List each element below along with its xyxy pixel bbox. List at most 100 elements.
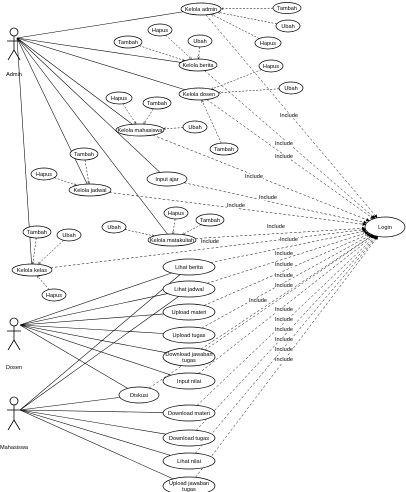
- use-case-ellipse: [162, 280, 216, 298]
- actor-admin: Admin: [6, 27, 22, 78]
- association-dosen-lihat-berita: [19, 272, 172, 326]
- actor-head: [9, 396, 19, 406]
- include-kelola-matakuliah-login: [195, 226, 366, 239]
- actor-label: Dosen: [6, 365, 22, 371]
- association-dosen-diskusi: [19, 324, 128, 389]
- use-case-ellipse: [56, 228, 82, 242]
- use-case-ellipse: [30, 167, 58, 181]
- extension-ubah-dosen-to-kelola-dosen: [219, 88, 280, 93]
- include-label: Include: [280, 237, 298, 243]
- use-case-ellipse: [272, 2, 302, 14]
- use-case-ubah-admin: Ubah: [275, 19, 301, 33]
- use-case-upload-tugas: Upload tugas: [162, 326, 216, 344]
- include-label: Include: [275, 283, 293, 289]
- use-case-tambah-mk: Tambah: [195, 213, 225, 227]
- use-case-label: Tambah: [147, 101, 167, 107]
- include-label-bg: [275, 346, 293, 353]
- use-case-kelola-matakuliah: Kelola matakuliah: [147, 233, 197, 247]
- use-case-label: Kelola admin: [185, 7, 217, 13]
- use-case-upload-materi: Upload materi: [162, 303, 216, 321]
- use-case-ellipse: [187, 34, 213, 48]
- use-case-ellipse: [162, 476, 216, 492]
- extension-hapus-dosen-to-kelola-dosen: [211, 69, 262, 90]
- use-case-lihat-berita: Lihat berita: [162, 258, 216, 276]
- use-case-ellipse: [162, 372, 216, 390]
- extension-hapus-mhs-to-kelola-mahasiswa: [122, 103, 136, 124]
- include-label-bg: [275, 336, 293, 343]
- association-admin-kelola-berita: [16, 37, 181, 63]
- use-case-ellipse: [162, 326, 216, 344]
- use-case-input-nilai: Input nilai: [162, 372, 216, 390]
- use-case-ubah-mhs: Ubah: [182, 120, 208, 134]
- use-case-hapus-mhs: Hapus: [105, 91, 133, 105]
- include-label-bg: [227, 202, 245, 209]
- use-case-label: Hapus: [111, 96, 127, 102]
- include-label: Include: [201, 239, 219, 245]
- extension-tambah-admin-to-kelola-admin: [221, 8, 274, 9]
- association-admin-kelola-admin: [16, 11, 184, 39]
- association-mahasiswa-lihat-nilai: [19, 409, 171, 456]
- extension-hapus-admin-to-kelola-admin: [211, 13, 260, 39]
- use-case-ellipse: [162, 452, 216, 470]
- use-case-label: Hapus: [263, 64, 279, 70]
- use-case-ellipse: [69, 147, 99, 161]
- use-case-kelola-berita: Kelola berita: [178, 58, 218, 72]
- include-label: Include: [275, 141, 293, 147]
- use-case-label: Login: [378, 225, 392, 231]
- include-label-bg: [275, 356, 293, 363]
- include-label-bg: [259, 194, 277, 201]
- include-label-bg: [275, 153, 293, 160]
- use-case-hapus-admin: Hapus: [254, 36, 282, 50]
- use-case-ellipse: [209, 142, 239, 156]
- use-case-tambah-berita: Tambah: [113, 35, 143, 49]
- include-upload-jawaban-login: [195, 236, 379, 478]
- include-kelola-mahasiswa-login: [152, 134, 370, 222]
- include-kelola-kelas-login: [50, 228, 366, 268]
- use-case-ellipse: [364, 216, 406, 238]
- use-case-label: Tambah: [277, 6, 297, 12]
- use-case-ellipse: [182, 120, 208, 134]
- use-case-ubah-berita: Ubah: [187, 34, 213, 48]
- include-label-bg: [249, 297, 267, 304]
- use-case-diskusi: Diskusi: [118, 386, 160, 404]
- use-case-tambah-dosen: Tambah: [209, 142, 239, 156]
- extension-relations: [33, 8, 280, 290]
- use-case-label: Input nilai: [177, 379, 201, 385]
- include-label: Include: [249, 298, 267, 304]
- use-case-download-materi: Download materi: [162, 404, 216, 422]
- use-case-hapus-mk: Hapus: [163, 206, 189, 220]
- actor-head: [9, 317, 19, 327]
- include-label: Include: [275, 273, 293, 279]
- use-case-label: Hapus: [152, 28, 168, 34]
- include-label: Include: [275, 337, 293, 343]
- association-admin-kelola-mahasiswa: [16, 37, 133, 125]
- use-case-hapus-kelas: Hapus: [41, 288, 67, 302]
- include-upload-materi-login: [203, 233, 371, 306]
- include-upload-tugas-login: [201, 234, 372, 329]
- use-case-label: Lihat jadwal: [174, 287, 204, 293]
- use-case-label: Hapus: [46, 293, 62, 299]
- use-case-ellipse: [142, 96, 172, 110]
- include-label-bg: [275, 326, 293, 333]
- use-case-label: Upload materi: [172, 310, 207, 316]
- use-case-label: Lihat nilai: [177, 459, 201, 465]
- association-mahasiswa-download-materi: [19, 409, 164, 413]
- use-case-ellipse: [278, 81, 304, 95]
- use-case-label: Download materi: [168, 411, 210, 417]
- actor-left-leg: [7, 419, 15, 431]
- include-lihat-jadwal-login: [207, 231, 369, 284]
- include-label: Include: [275, 307, 293, 313]
- extension-ubah-admin-to-kelola-admin: [218, 12, 277, 25]
- association-mahasiswa-diskusi: [19, 397, 120, 411]
- use-case-ellipse: [162, 429, 216, 447]
- use-case-kelola-dosen: Kelola dosen: [178, 87, 220, 101]
- use-case-label: Kelola berita: [182, 63, 214, 69]
- extension-hapus-jadwal-to-kelola-jadwal: [54, 177, 76, 186]
- include-lihat-nilai-login: [195, 235, 378, 454]
- use-case-ellipse: [178, 58, 218, 72]
- use-case-ellipse: [258, 59, 284, 73]
- use-case-tambah-jadwal: Tambah: [69, 147, 99, 161]
- association-admin-kelola-kelas: [16, 37, 32, 265]
- use-case-ellipse: [254, 36, 282, 50]
